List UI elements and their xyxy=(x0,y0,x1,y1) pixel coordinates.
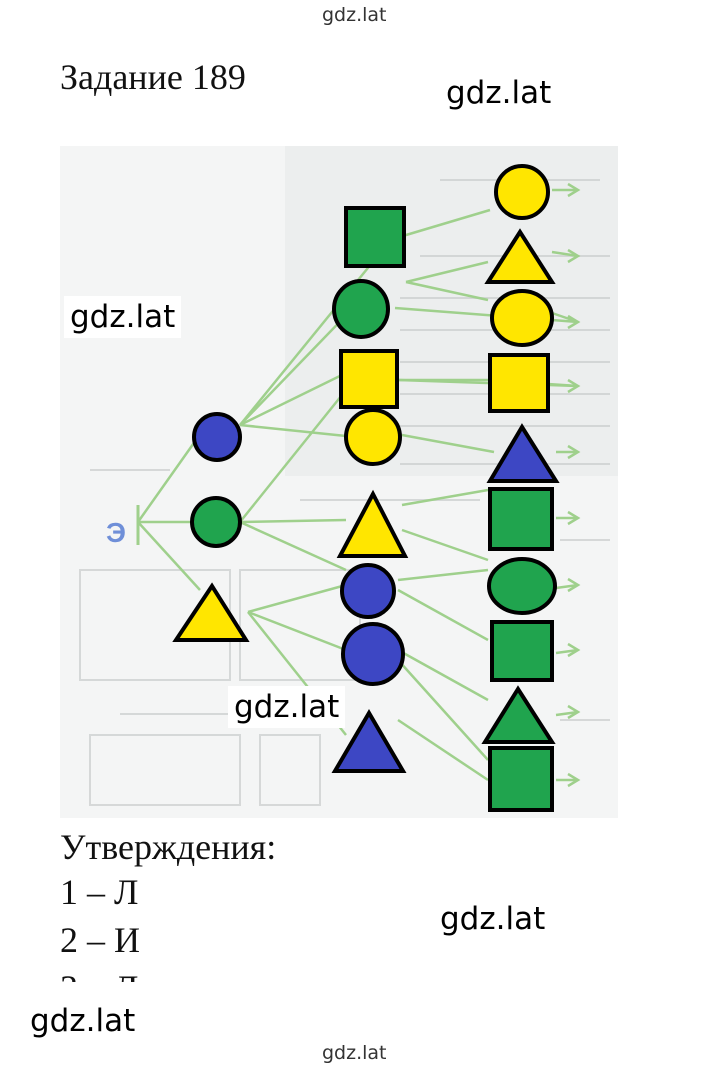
yellow-square-shape xyxy=(339,349,399,409)
green-circle-shape xyxy=(332,279,390,339)
yellow-triangle-shape xyxy=(484,228,556,284)
watermark-label: gdz.lat xyxy=(64,296,182,338)
watermark-top: gdz.lat xyxy=(322,4,387,26)
watermark-label: gdz.lat xyxy=(440,72,558,114)
blue-circle-shape xyxy=(341,622,405,686)
green-square-shape xyxy=(488,487,554,551)
green-triangle-shape xyxy=(481,685,556,744)
yellow-circle-shape xyxy=(494,164,550,220)
green-square-shape xyxy=(490,620,554,682)
yellow-circle-shape xyxy=(344,408,402,466)
yellow-triangle-shape xyxy=(336,489,409,558)
root-label: Э xyxy=(106,517,126,548)
blue-circle-shape xyxy=(192,412,242,462)
arrowheads xyxy=(567,182,581,788)
level-2-shapes xyxy=(331,206,409,773)
watermark-label: gdz.lat xyxy=(434,898,552,940)
yellow-square-shape xyxy=(488,353,550,413)
watermark-bottom: gdz.lat xyxy=(322,1042,387,1064)
yellow-triangle-shape xyxy=(172,582,250,642)
blue-triangle-shape xyxy=(486,423,560,483)
yellow-circle-shape xyxy=(490,289,554,347)
green-square-shape xyxy=(344,206,406,268)
tree-diagram: Э xyxy=(60,146,618,818)
level-3-shapes xyxy=(481,164,560,812)
statement-item: 1 – Л xyxy=(60,872,139,912)
green-circle-shape xyxy=(190,496,242,548)
statement-item: 2 – И xyxy=(60,920,140,960)
green-circle-shape xyxy=(487,557,557,615)
watermark-label: gdz.lat xyxy=(228,686,346,728)
blue-triangle-shape xyxy=(331,709,407,773)
tree-root: Э xyxy=(106,505,140,548)
tree-connectors xyxy=(136,188,579,782)
watermark-label: gdz.lat xyxy=(24,1000,142,1042)
blue-circle-shape xyxy=(340,563,396,619)
task-title: Задание 189 xyxy=(60,57,246,97)
green-square-shape xyxy=(488,746,554,812)
level-1-shapes xyxy=(172,412,250,642)
statements-heading: Утверждения: xyxy=(60,827,277,867)
